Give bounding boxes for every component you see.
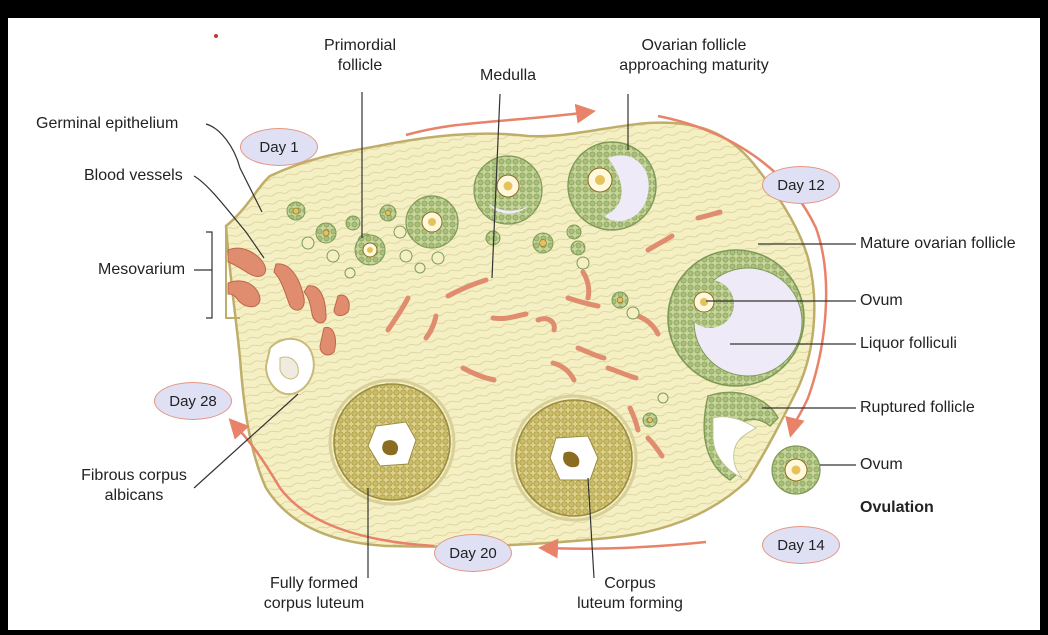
label-fully-formed-corpus-luteum: Fully formed corpus luteum xyxy=(264,574,365,614)
mature-follicle xyxy=(668,250,804,386)
label-mature-follicle: Mature ovarian follicle xyxy=(860,234,1016,254)
label-corpus-albicans: Fibrous corpus albicans xyxy=(81,466,187,506)
label-ovulation: Ovulation xyxy=(860,498,934,518)
corpus-luteum-forming xyxy=(512,396,636,520)
day-1-badge: Day 1 xyxy=(240,128,318,166)
growing-follicle-1 xyxy=(406,196,458,248)
day-12-badge: Day 12 xyxy=(762,166,840,204)
label-corpus-luteum-forming: Corpus luteum forming xyxy=(577,574,683,614)
label-approaching-maturity: Ovarian follicle approaching maturity xyxy=(619,36,768,76)
ovulated-ovum xyxy=(772,446,820,494)
label-primordial-follicle: Primordial follicle xyxy=(324,36,396,76)
label-germinal-epithelium: Germinal epithelium xyxy=(36,114,178,134)
primordial-follicle xyxy=(355,235,385,265)
day-14-badge: Day 14 xyxy=(762,526,840,564)
diagram-frame: Day 1 Day 12 Day 14 Day 20 Day 28 Primor… xyxy=(8,18,1040,630)
label-liquor-folliculi: Liquor folliculi xyxy=(860,334,957,354)
label-ruptured-follicle: Ruptured follicle xyxy=(860,398,975,418)
corpus-albicans xyxy=(266,339,314,394)
ovary-diagram xyxy=(8,18,1040,630)
secondary-follicle xyxy=(474,156,542,224)
approaching-maturity-follicle xyxy=(568,142,656,230)
label-ovum-ovulated: Ovum xyxy=(860,455,903,475)
day-28-badge: Day 28 xyxy=(154,382,232,420)
label-ovum-mature: Ovum xyxy=(860,291,903,311)
day-20-badge: Day 20 xyxy=(434,534,512,572)
label-mesovarium: Mesovarium xyxy=(98,260,185,280)
label-blood-vessels: Blood vessels xyxy=(84,166,183,186)
corpus-luteum-formed xyxy=(330,380,454,504)
label-medulla: Medulla xyxy=(480,66,536,86)
